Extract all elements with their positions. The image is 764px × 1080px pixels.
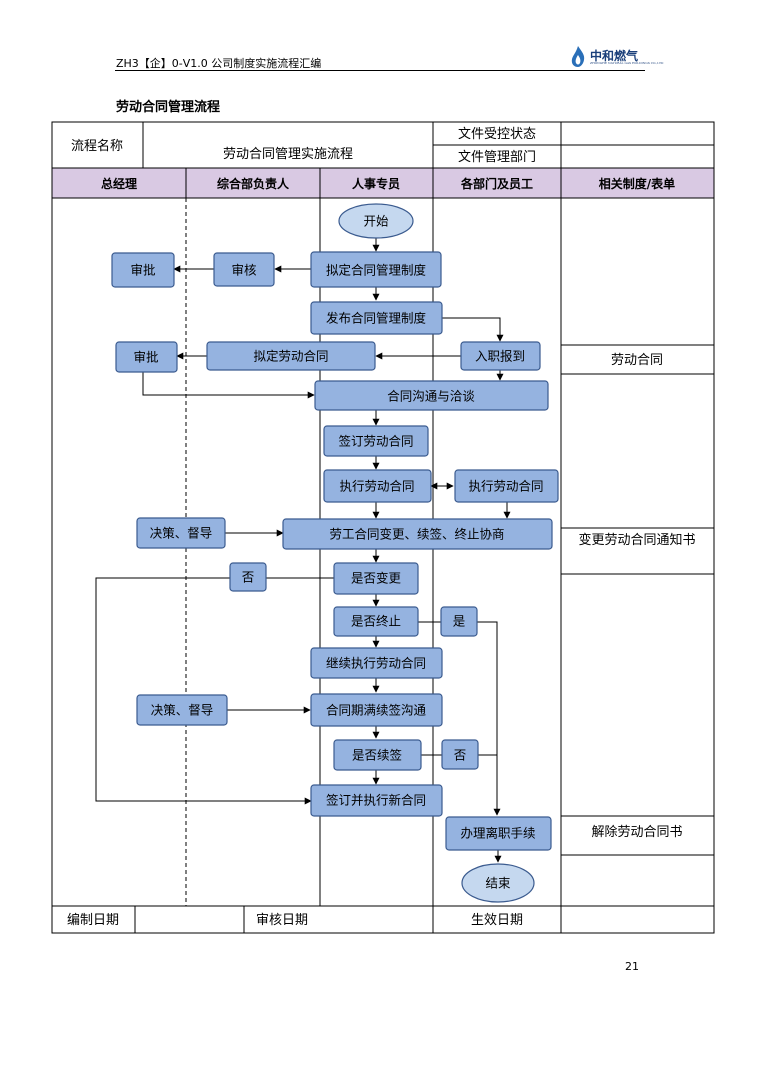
resign-box [445,816,552,851]
lane-header: 总经理 [101,176,137,191]
change-negotiate-label: 劳工合同变更、续签、终止协商 [329,527,504,542]
is-change-box [333,562,419,595]
yes-label: 是 [453,614,466,629]
company-logo: 中和燃气 ZHONGHE NATURAL GAS HOLDINGS CO.,LT… [568,45,663,69]
start-label: 开始 [363,214,389,229]
compiled-date-label: 编制日期 [67,913,119,928]
onboard-label: 入职报到 [475,349,525,364]
form-item: 解除劳动合同书 [591,824,682,840]
end-node [461,863,535,903]
decide-box-2 [136,694,228,726]
execute-hr-label: 执行劳动合同 [339,479,414,494]
flow-connectors [95,238,511,863]
approve-label-2: 审批 [133,350,158,365]
process-name: 劳动合同管理实施流程 [223,146,353,162]
draft-policy-box [310,251,442,288]
sign-contract-label: 签订劳动合同 [338,434,413,449]
publish-policy-label: 发布合同管理制度 [326,311,427,326]
sign-new-box [310,784,443,817]
execute-hr-box [323,469,432,503]
form-item: 变更劳动合同通知书 [578,532,695,548]
start-node [338,203,414,239]
onboard-box [460,341,541,371]
execute-emp-box [454,469,559,503]
no-box-2 [441,739,479,770]
draft-contract-label: 拟定劳动合同 [253,349,328,364]
negotiate-box [314,380,549,411]
logo-text: 中和燃气 [590,49,639,63]
is-renew-box [333,739,422,771]
document-code: ZH3【企】0-V1.0 公司制度实施流程汇编 [116,57,322,70]
is-change-label: 是否变更 [351,571,402,586]
end-label: 结束 [485,876,511,891]
change-negotiate-box [282,518,553,550]
resign-label: 办理离职手续 [460,826,535,841]
lane-header: 各部门及员工 [460,176,533,191]
is-terminate-label: 是否终止 [351,614,401,629]
process-name-label: 流程名称 [71,138,123,154]
control-status-label: 文件受控状态 [458,127,536,142]
no-label-2: 否 [454,748,467,763]
approve-box-2 [115,341,178,373]
dept-label: 文件管理部门 [458,150,536,165]
page-number: 21 [625,960,639,973]
sign-new-label: 签订并执行新合同 [326,793,426,808]
page-title: 劳动合同管理流程 [116,100,221,115]
lane-header-band [51,167,715,199]
no-box-1 [229,562,267,592]
review-label: 审核 [231,263,257,278]
continue-exec-label: 继续执行劳动合同 [326,656,426,671]
is-renew-label: 是否续签 [352,748,403,763]
execute-emp-label: 执行劳动合同 [468,479,543,494]
no-label-1: 否 [242,570,255,585]
form-item: 劳动合同 [611,352,663,368]
decide-box-1 [136,517,226,549]
lane-header: 人事专员 [352,176,400,191]
continue-exec-box [310,647,443,679]
effective-date-label: 生效日期 [471,913,523,928]
expire-renew-box [310,693,443,727]
flame-logo-icon [571,46,585,67]
yes-box [440,606,478,637]
lane-header: 相关制度/表单 [599,176,675,191]
decide-label-1: 决策、督导 [150,526,213,541]
draft-contract-box [206,341,376,371]
decide-label-2: 决策、督导 [151,703,214,718]
expire-renew-label: 合同期满续签沟通 [326,703,427,718]
sign-contract-box [323,425,429,457]
reviewed-date-label: 审核日期 [256,913,308,928]
draft-policy-label: 拟定合同管理制度 [326,263,427,278]
logo-subtext: ZHONGHE NATURAL GAS HOLDINGS CO.,LTD [590,61,664,65]
publish-policy-box [310,301,443,335]
lane-header: 综合部负责人 [217,176,290,191]
review-box [213,252,275,287]
approve-label-1: 审批 [130,263,155,278]
negotiate-label: 合同沟通与洽谈 [387,389,475,404]
header-divider [115,70,645,71]
is-terminate-box [333,606,419,637]
approve-box-1 [111,252,175,288]
